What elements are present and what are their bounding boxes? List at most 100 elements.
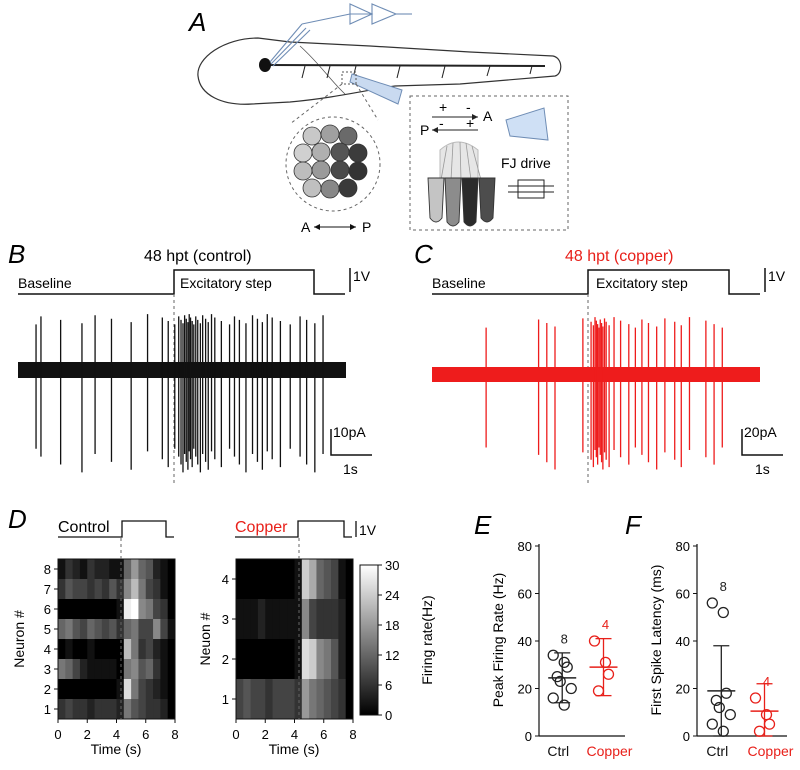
heatmap-control-cell	[138, 659, 147, 680]
heatmap-control-cell	[58, 679, 66, 700]
heatmap-control-cell	[145, 639, 154, 660]
panel-e-data-point	[592, 685, 605, 697]
spinal-cord-icon	[264, 64, 546, 67]
control-time-tick-label: 4	[113, 727, 120, 742]
heatmap-copper-cell	[250, 639, 259, 680]
pa-arrowhead-bottom-icon	[432, 127, 438, 133]
heatmap-copper	[236, 559, 354, 720]
heatmap-control-cell	[109, 699, 117, 720]
panel-f-data-point	[724, 708, 736, 721]
panel-b-noise-band	[18, 362, 346, 378]
heatmap-copper-cell	[243, 639, 252, 680]
colorbar-label: Firing rate(Hz)	[419, 595, 435, 684]
heatmap-control-cell	[123, 659, 132, 680]
heatmap-control-cell	[58, 579, 66, 600]
control-neuron-tick-label: 1	[44, 702, 51, 717]
heatmap-control-cell	[153, 559, 161, 580]
stimulator-cone-icon	[505, 107, 549, 141]
heatmap-copper-cell	[309, 559, 317, 600]
heatmap-control-cell	[116, 559, 125, 580]
panel-f-category-label: Copper	[748, 743, 794, 759]
panel-f-y-tick-label: 80	[676, 539, 690, 554]
heatmap-control-cell	[72, 659, 81, 680]
heatmap-control-cell	[87, 699, 96, 720]
heatmap-control-cell	[79, 679, 88, 700]
heatmap-control-cell	[72, 699, 81, 720]
heatmap-control-cell	[58, 639, 66, 660]
heatmap-copper-cell	[309, 679, 317, 720]
panel-label-a: A	[187, 7, 206, 37]
heatmap-control-cell	[167, 599, 176, 620]
panel-e-data-point	[554, 675, 566, 688]
heatmap-control-cell	[131, 659, 139, 680]
zoom-line-left-icon	[289, 83, 343, 125]
control-time-tick-label: 0	[54, 727, 61, 742]
heatmap-control-cell	[87, 579, 96, 600]
pipette-lines-icon	[440, 141, 482, 181]
heatmap-control-cell	[79, 699, 88, 720]
heatmap-control-cell	[101, 679, 110, 700]
heatmap-copper-cell	[287, 679, 295, 720]
inset-axis-a: A	[301, 219, 311, 235]
heatmap-control-cell	[72, 579, 81, 600]
heatmap-copper-cell	[294, 679, 303, 720]
panel-f-data-point	[749, 692, 762, 704]
heatmap-control-cell	[109, 559, 117, 580]
copper-neuron-tick-label: 1	[222, 692, 229, 707]
heatmap-control-cell	[65, 679, 74, 700]
panel-label-b: B	[8, 239, 25, 269]
heatmap-control-cell	[65, 559, 74, 580]
control-neuron-tick-label: 6	[44, 602, 51, 617]
heatmap-copper-cell	[338, 639, 347, 680]
neuron-soma-icons	[427, 177, 496, 227]
panel-e-data-point	[602, 668, 615, 680]
panel-e-data-point	[547, 649, 559, 661]
colorbar-tick-label: 6	[385, 678, 392, 693]
heatmap-control-cell	[65, 579, 74, 600]
panel-b-baseline-label: Baseline	[18, 275, 72, 291]
panel-e-n-label: 8	[561, 631, 568, 646]
panel-f-data-point	[706, 718, 718, 730]
heatmap-control-cell	[131, 599, 139, 620]
heatmap-control-cell	[167, 639, 176, 660]
heatmap-control-cell	[160, 699, 169, 720]
heatmap-control-cell	[153, 659, 161, 680]
panel-label-e: E	[474, 510, 492, 540]
panel-b-title: 48 hpt (control)	[144, 248, 252, 265]
panel-e-category-label: Ctrl	[547, 743, 569, 759]
heatmap-copper-cell	[287, 639, 295, 680]
heatmap-copper-cell	[257, 679, 266, 720]
panel-f-data-point	[763, 718, 776, 730]
schematic-plus-top: +	[439, 99, 447, 115]
heatmap-copper-cell	[279, 559, 288, 600]
colorbar-tick-label: 18	[385, 618, 399, 633]
pa-arrowhead-top-icon	[472, 114, 478, 120]
panel-e-data-point	[599, 656, 612, 669]
heatmap-control-cell	[58, 659, 66, 680]
heatmap-copper-cell	[323, 679, 332, 720]
copper-time-tick-label: 2	[262, 727, 269, 742]
panel-f-data-point	[710, 694, 722, 707]
zoom-line-right-icon	[355, 83, 379, 121]
panel-b-voltage-scale: 1V	[353, 268, 371, 284]
schematic-minus-bottom: -	[439, 115, 444, 131]
heatmap-control-cell	[153, 679, 161, 700]
heatmap-copper-cell	[250, 559, 259, 600]
schematic-a-label: A	[483, 108, 493, 124]
heatmap-copper-cell	[272, 599, 281, 640]
heatmap-control-cell	[131, 639, 139, 660]
heatmap-copper-cell	[294, 599, 303, 640]
heatmap-control-cell	[65, 639, 74, 660]
copper-neuron-tick-label: 3	[222, 612, 229, 627]
heatmap-control-cell	[160, 639, 169, 660]
heatmap-control-cell	[65, 619, 74, 640]
control-time-tick-label: 2	[84, 727, 91, 742]
neuron-cluster-icon	[293, 124, 368, 199]
control-neuron-tick-label: 5	[44, 622, 51, 637]
panel-d-copper-xlabel: Time (s)	[269, 741, 320, 757]
heatmap-control-cell	[87, 559, 96, 580]
heatmap-copper-cell	[301, 599, 310, 640]
ear-icon	[259, 58, 271, 72]
heatmap-control-cell	[131, 559, 139, 580]
panel-f-y-tick-label: 20	[676, 682, 690, 697]
